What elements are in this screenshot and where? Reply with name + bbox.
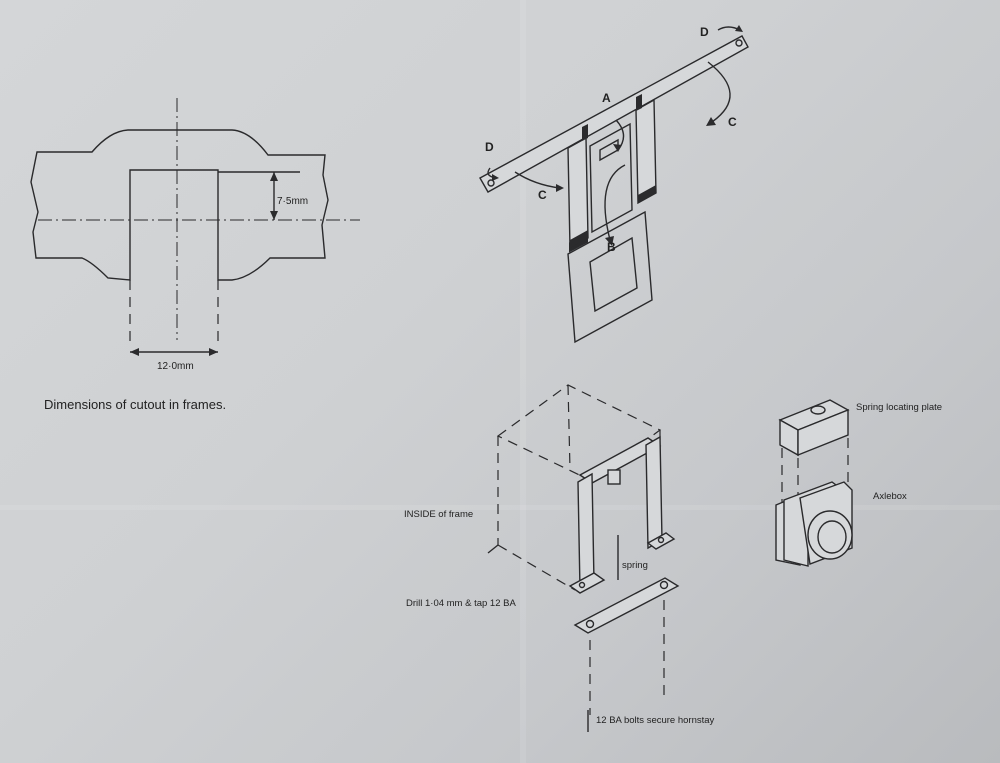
spring-plate-label: Spring locating plate [856, 402, 943, 413]
frame-cutout-diagram [30, 98, 360, 356]
hornstay-assembly [479, 25, 749, 344]
inside-frame-label: INSIDE of frame [404, 509, 474, 520]
paper-fold [0, 505, 1000, 510]
label-letter-a: A [602, 91, 611, 105]
cutout-caption: Dimensions of cutout in frames. [44, 397, 227, 412]
axlebox-label: Axlebox [873, 491, 907, 502]
drill-label: Drill 1·04 mm & tap 12 BA [406, 598, 516, 609]
label-letter-b: B [607, 240, 616, 254]
bolts-label: 12 BA bolts secure hornstay [596, 715, 715, 726]
spring-label: spring [622, 560, 648, 571]
label-letter-d-right: D [700, 25, 709, 39]
paper-fold [520, 0, 526, 763]
dimension-label-height: 7·5mm [277, 196, 309, 207]
label-letter-c-left: C [538, 188, 547, 202]
label-letter-c-right: C [728, 115, 737, 129]
frame-box-diagram [487, 384, 680, 732]
dimension-label-width: 12·0mm [157, 361, 194, 372]
axlebox-diagram [775, 399, 853, 567]
label-letter-d-left: D [485, 140, 494, 154]
